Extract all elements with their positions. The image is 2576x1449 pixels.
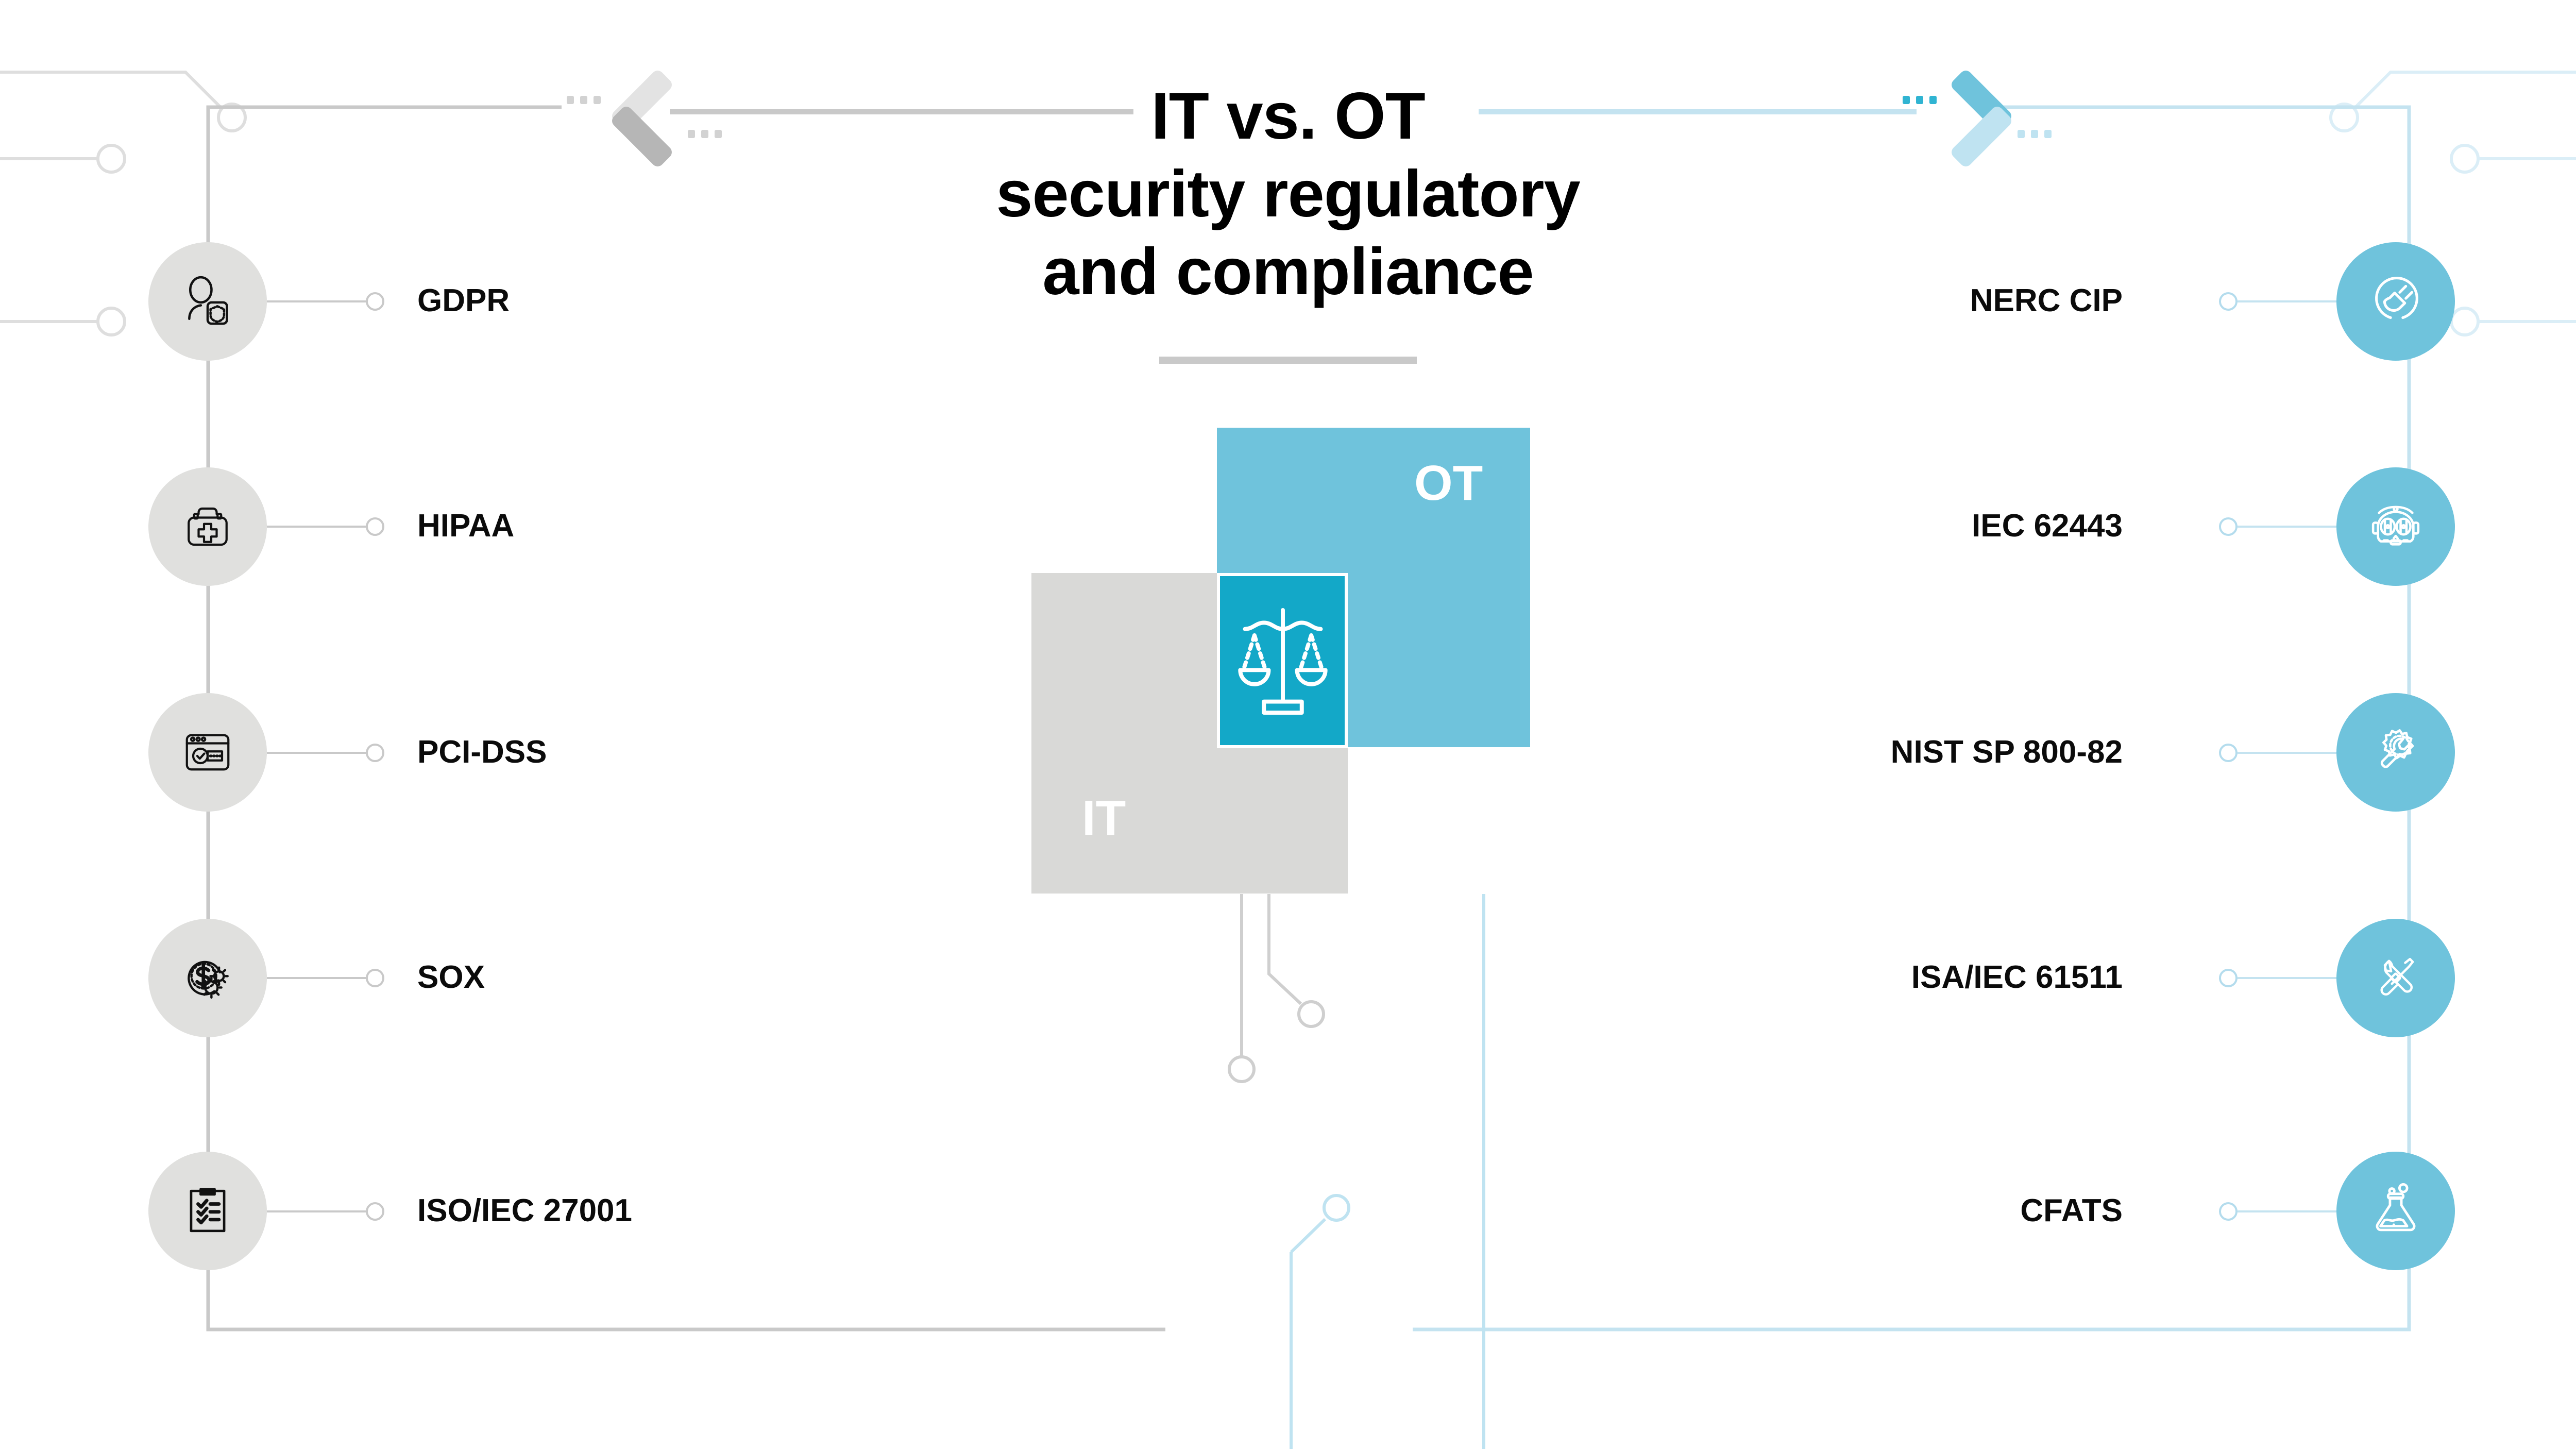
right-spine-2 — [2408, 515, 2410, 706]
title-rule-right — [1479, 109, 1917, 114]
right-spine-4 — [2408, 969, 2410, 1159]
connector-dot-pci-dss — [366, 744, 384, 762]
connector-gdpr — [267, 300, 366, 302]
connector-pci-dss — [267, 752, 366, 754]
wrench-screwdriver-icon — [2380, 957, 2414, 996]
sidebar-item-nerc-cip[interactable] — [2336, 242, 2455, 361]
wrench-gear-icon — [2380, 729, 2414, 768]
sidebar-item-sox[interactable] — [148, 919, 267, 1037]
sidebar-item-isa-iec-61511[interactable] — [2336, 919, 2455, 1037]
sidebar-item-iso-27001[interactable] — [148, 1152, 267, 1270]
title-line-3: and compliance — [1042, 235, 1534, 309]
sidebar-item-cfats[interactable] — [2336, 1152, 2455, 1270]
sidebar-item-iec-62443[interactable] — [2336, 467, 2455, 586]
connector-dot-sox — [366, 969, 384, 987]
sidebar-item-hipaa[interactable] — [148, 467, 267, 586]
sidebar-item-label-sox: SOX — [417, 959, 485, 995]
connector-dot-iec-62443 — [2219, 517, 2238, 536]
connector-iso-27001 — [267, 1210, 366, 1212]
medical-kit-icon — [188, 507, 228, 546]
right-spine-3 — [2408, 742, 2410, 933]
sidebar-item-label-iso-27001: ISO/IEC 27001 — [417, 1193, 633, 1228]
left-spine-1 — [208, 289, 210, 479]
sidebar-item-gdpr[interactable] — [148, 242, 267, 361]
it-label: IT — [1082, 790, 1126, 846]
connector-dot-isa-iec-61511 — [2219, 969, 2238, 987]
connector-dot-hipaa — [366, 517, 384, 536]
ot-label: OT — [1414, 456, 1483, 511]
chevron-left-icon — [608, 68, 690, 169]
connector-dot-gdpr — [366, 292, 384, 311]
page-title: IT vs. OT security regulatory and compli… — [835, 77, 1741, 311]
title-rule-left — [670, 109, 1133, 114]
sidebar-item-label-nist-sp-800-82: NIST SP 800-82 — [1890, 734, 2123, 770]
sidebar-item-nist-sp-800-82[interactable] — [2336, 693, 2455, 812]
left-spine-3 — [208, 742, 210, 933]
robot-head-icon — [2371, 506, 2420, 546]
connector-dot-nist-sp-800-82 — [2219, 744, 2238, 762]
connector-nist-sp-800-82 — [2238, 752, 2336, 754]
dollar-coin-gears-icon — [188, 961, 229, 999]
connector-dot-iso-27001 — [366, 1202, 384, 1221]
title-line-1: IT vs. OT — [1151, 79, 1426, 153]
connector-sox — [267, 977, 366, 979]
browser-password-check-icon — [185, 734, 230, 771]
right-spine-1 — [2408, 289, 2410, 479]
chevron-right-icon — [1947, 68, 2030, 169]
sidebar-item-label-nerc-cip: NERC CIP — [1970, 283, 2123, 318]
connector-isa-iec-61511 — [2238, 977, 2336, 979]
connector-dot-nerc-cip — [2219, 292, 2238, 311]
sidebar-item-label-isa-iec-61511: ISA/IEC 61511 — [1911, 959, 2123, 995]
connector-dot-cfats — [2219, 1202, 2238, 1221]
sidebar-item-pci-dss[interactable] — [148, 693, 267, 812]
left-spine-2 — [208, 515, 210, 706]
connector-cfats — [2238, 1210, 2336, 1212]
sidebar-item-label-gdpr: GDPR — [417, 283, 510, 318]
scales-of-justice-icon — [1238, 608, 1328, 715]
left-spine-4 — [208, 969, 210, 1159]
connector-iec-62443 — [2238, 526, 2336, 528]
user-shield-icon — [188, 276, 228, 325]
chemistry-flask-icon — [2376, 1183, 2416, 1232]
title-line-2: security regulatory — [996, 157, 1580, 231]
connector-hipaa — [267, 526, 366, 528]
power-plug-icon — [2375, 277, 2418, 319]
sidebar-item-label-iec-62443: IEC 62443 — [1972, 508, 2123, 544]
title-underline — [1159, 357, 1417, 364]
clipboard-checklist-icon — [190, 1188, 226, 1233]
sidebar-item-label-cfats: CFATS — [2020, 1193, 2123, 1228]
connector-nerc-cip — [2238, 300, 2336, 302]
sidebar-item-label-pci-dss: PCI-DSS — [417, 734, 547, 770]
sidebar-item-label-hipaa: HIPAA — [417, 508, 515, 544]
